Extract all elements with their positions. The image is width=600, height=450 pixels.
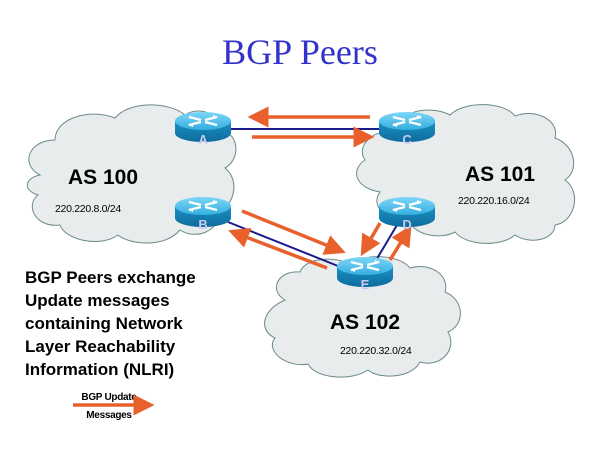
as100-network: 220.220.8.0/24 — [55, 203, 121, 215]
diagram-title: BGP Peers — [222, 32, 378, 72]
update-arrow-e-to-b — [228, 227, 328, 270]
update-arrow-d-to-e — [360, 222, 382, 257]
router-b-label: B — [198, 217, 207, 232]
router-b[interactable]: B — [173, 195, 233, 232]
as101-network: 220.220.16.0/24 — [458, 195, 530, 207]
router-a[interactable]: A — [173, 110, 233, 147]
description-line: containing Network — [25, 314, 183, 333]
router-e-label: E — [361, 277, 370, 292]
legend-line2: Messages — [86, 410, 132, 421]
description-line: Update messages — [25, 291, 170, 310]
description-line: Layer Reachability — [25, 337, 176, 356]
description-line: BGP Peers exchange — [25, 268, 196, 287]
router-d-label: D — [402, 217, 411, 232]
description-text: BGP Peers exchange Update messages conta… — [25, 268, 196, 379]
as101-label: AS 101 — [465, 163, 535, 186]
as100-label: AS 100 — [68, 166, 138, 189]
as102-network: 220.220.32.0/24 — [340, 345, 412, 357]
description-line: Information (NLRI) — [25, 360, 174, 379]
legend: BGP Update Messages — [73, 392, 155, 421]
router-e[interactable]: E — [335, 255, 395, 292]
router-a-label: A — [198, 132, 208, 147]
router-c-label: C — [402, 132, 412, 147]
router-d[interactable]: D — [377, 195, 437, 232]
as102-label: AS 102 — [330, 311, 400, 334]
update-arrow-e-to-d — [388, 225, 412, 261]
router-c[interactable]: C — [377, 110, 437, 147]
cloud-as102 — [264, 256, 461, 378]
legend-line1: BGP Update — [81, 392, 137, 403]
update-arrow-b-to-e — [241, 209, 346, 255]
